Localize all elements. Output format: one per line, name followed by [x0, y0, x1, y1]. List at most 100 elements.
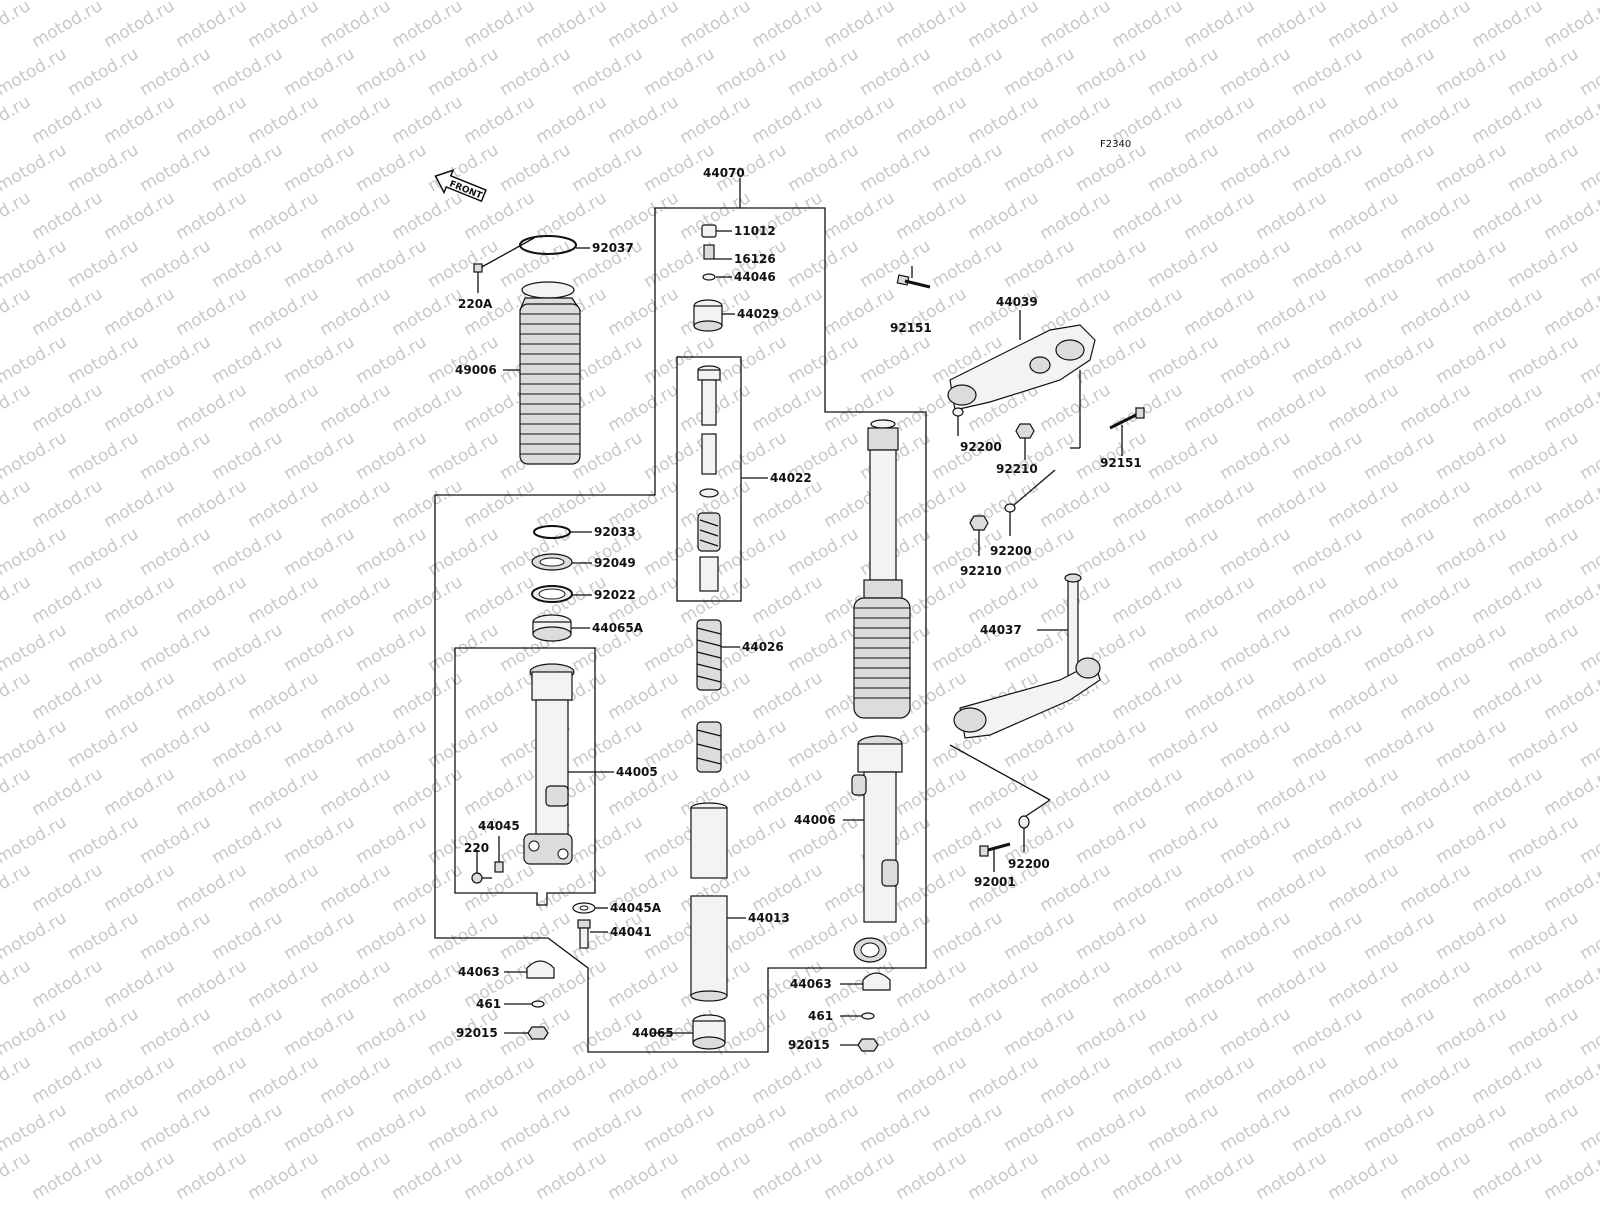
part-92200-a	[953, 408, 963, 436]
watermark-text: motod.ru	[317, 1148, 395, 1200]
watermark-text: motod.ru	[1289, 620, 1367, 676]
watermark-text: motod.ru	[1289, 140, 1367, 196]
watermark-text: motod.ru	[1541, 476, 1600, 532]
watermark-text: motod.ru	[1505, 0, 1583, 4]
watermark-text: motod.ru	[749, 380, 827, 436]
watermark-text: motod.ru	[0, 908, 70, 964]
watermark-text: motod.ru	[1541, 1148, 1600, 1200]
watermark-text: motod.ru	[1145, 524, 1223, 580]
label-92049: 92049	[594, 556, 636, 570]
label-44063-right: 44063	[790, 977, 832, 991]
watermark-text: motod.ru	[65, 332, 143, 388]
watermark-text: motod.ru	[1145, 1100, 1223, 1156]
watermark-text: motod.ru	[1433, 0, 1511, 4]
watermark-text: motod.ru	[965, 764, 1043, 820]
watermark-text: motod.ru	[209, 812, 287, 868]
watermark-text: motod.ru	[461, 476, 539, 532]
watermark-text: motod.ru	[1217, 428, 1295, 484]
watermark-text: motod.ru	[1505, 620, 1583, 676]
watermark-text: motod.ru	[1253, 92, 1331, 148]
watermark-text: motod.ru	[785, 620, 863, 676]
watermark-text: motod.ru	[1469, 572, 1547, 628]
watermark-text: motod.ru	[1541, 380, 1600, 436]
watermark-text: motod.ru	[929, 908, 1007, 964]
watermark-text: motod.ru	[1289, 524, 1367, 580]
watermark-text: motod.ru	[1505, 812, 1583, 868]
watermark-text: motod.ru	[1577, 812, 1600, 868]
watermark-text: motod.ru	[1217, 716, 1295, 772]
watermark-text: motod.ru	[1037, 0, 1115, 52]
watermark-text: motod.ru	[0, 956, 34, 1012]
watermark-text: motod.ru	[0, 428, 70, 484]
watermark-text: motod.ru	[0, 284, 34, 340]
watermark-text: motod.ru	[1397, 284, 1475, 340]
watermark-text: motod.ru	[425, 908, 503, 964]
watermark-text: motod.ru	[749, 92, 827, 148]
watermark-text: motod.ru	[281, 236, 359, 292]
watermark-text: motod.ru	[281, 716, 359, 772]
watermark-text: motod.ru	[1109, 380, 1187, 436]
watermark-text: motod.ru	[1073, 812, 1151, 868]
watermark-text: motod.ru	[1217, 236, 1295, 292]
watermark-text: motod.ru	[497, 1100, 575, 1156]
watermark-text: motod.ru	[1397, 1052, 1475, 1108]
watermark-text: motod.ru	[1469, 380, 1547, 436]
watermark-text: motod.ru	[1541, 188, 1600, 244]
watermark-text: motod.ru	[1145, 332, 1223, 388]
watermark-text: motod.ru	[101, 1148, 179, 1200]
watermark-text: motod.ru	[893, 0, 971, 52]
watermark-text: motod.ru	[101, 572, 179, 628]
watermark-text: motod.ru	[0, 44, 70, 100]
watermark-text: motod.ru	[1541, 1052, 1600, 1108]
watermark-text: motod.ru	[641, 1100, 719, 1156]
watermark-text: motod.ru	[785, 1100, 863, 1156]
watermark-text: motod.ru	[497, 44, 575, 100]
watermark-text: motod.ru	[1289, 908, 1367, 964]
watermark-text: motod.ru	[1361, 908, 1439, 964]
watermark-text: motod.ru	[1325, 1148, 1403, 1200]
label-92200-b: 92200	[990, 544, 1032, 558]
watermark-text: motod.ru	[245, 476, 323, 532]
watermark-text: motod.ru	[1037, 476, 1115, 532]
watermark-text: motod.ru	[461, 668, 539, 724]
watermark-text: motod.ru	[1505, 332, 1583, 388]
watermark-text: motod.ru	[281, 524, 359, 580]
watermark-text: motod.ru	[245, 1148, 323, 1200]
watermark-text: motod.ru	[209, 44, 287, 100]
watermark-text: motod.ru	[353, 716, 431, 772]
watermark-text: motod.ru	[497, 0, 575, 4]
watermark-text: motod.ru	[1145, 44, 1223, 100]
watermark-text: motod.ru	[101, 764, 179, 820]
watermark-text: motod.ru	[1469, 956, 1547, 1012]
watermark-text: motod.ru	[1469, 284, 1547, 340]
watermark-text: motod.ru	[1469, 1148, 1547, 1200]
watermark-text: motod.ru	[173, 0, 251, 52]
watermark-text: motod.ru	[389, 188, 467, 244]
watermark-text: motod.ru	[965, 572, 1043, 628]
part-461-left	[504, 1001, 544, 1007]
watermark-text: motod.ru	[1505, 1004, 1583, 1060]
watermark-text: motod.ru	[1109, 572, 1187, 628]
watermark-text: motod.ru	[1217, 0, 1295, 4]
watermark-text: motod.ru	[353, 524, 431, 580]
watermark-text: motod.ru	[1541, 572, 1600, 628]
watermark-text: motod.ru	[245, 380, 323, 436]
watermark-text: motod.ru	[1433, 140, 1511, 196]
watermark-text: motod.ru	[353, 908, 431, 964]
watermark-text: motod.ru	[101, 860, 179, 916]
watermark-text: motod.ru	[137, 620, 215, 676]
watermark-text: motod.ru	[1325, 956, 1403, 1012]
watermark-text: motod.ru	[821, 284, 899, 340]
watermark-text: motod.ru	[569, 140, 647, 196]
watermark-text: motod.ru	[1145, 620, 1223, 676]
watermark-text: motod.ru	[29, 572, 107, 628]
watermark-text: motod.ru	[1397, 380, 1475, 436]
watermark-text: motod.ru	[713, 716, 791, 772]
watermark-text: motod.ru	[137, 236, 215, 292]
watermark-text: motod.ru	[29, 0, 107, 52]
watermark-text: motod.ru	[317, 956, 395, 1012]
watermark-text: motod.ru	[1325, 188, 1403, 244]
watermark-text: motod.ru	[101, 0, 179, 52]
label-44045A: 44045A	[610, 901, 662, 915]
